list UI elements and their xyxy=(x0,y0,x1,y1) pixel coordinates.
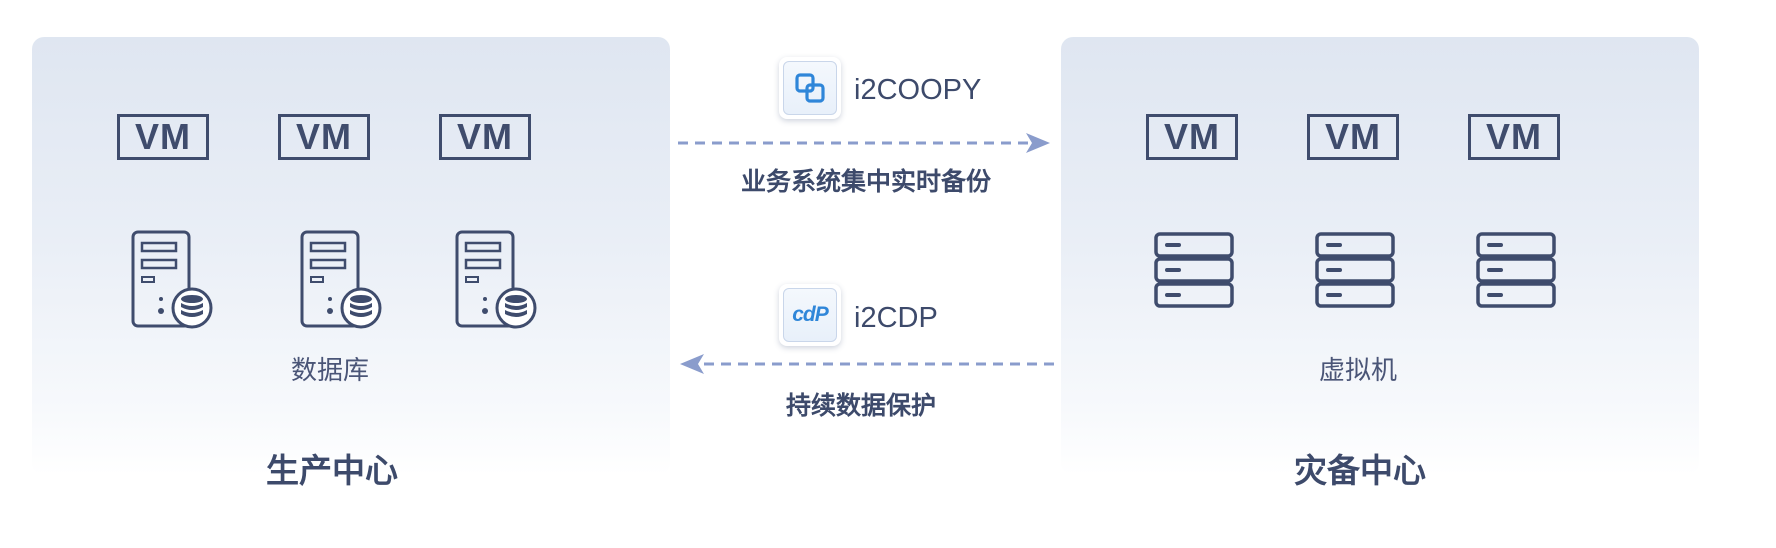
vm-label: VM xyxy=(1468,114,1560,160)
backup-flow-label: 业务系统集中实时备份 xyxy=(740,167,992,196)
virtual-machine-server-icon xyxy=(1476,232,1556,308)
i2coopy-logo-icon xyxy=(779,57,841,119)
backup-flow-arrowhead xyxy=(1026,133,1050,153)
vm-label: VM xyxy=(1146,114,1238,160)
vm-label: VM xyxy=(1307,114,1399,160)
database-server-icon xyxy=(300,230,382,329)
cdp-logo-text: cdP xyxy=(792,303,829,326)
virtual-machine-server-icon xyxy=(1315,232,1395,308)
production-center-title: 生产中心 xyxy=(266,451,398,490)
database-caption: 数据库 xyxy=(290,356,370,386)
vm-label: VM xyxy=(117,114,209,160)
database-server-icon xyxy=(455,230,537,329)
production-center-panel xyxy=(32,37,670,475)
database-server-icon xyxy=(131,230,213,329)
vm-label: VM xyxy=(439,114,531,160)
virtual-machine-server-icon xyxy=(1154,232,1234,308)
i2cdp-product-name: i2CDP xyxy=(854,302,938,334)
i2coopy-product-name: i2COOPY xyxy=(854,74,982,106)
i2cdp-logo-icon: cdP xyxy=(779,284,841,346)
vm-label: VM xyxy=(278,114,370,160)
cdp-flow-label: 持续数据保护 xyxy=(785,391,937,420)
disaster-recovery-center-title: 灾备中心 xyxy=(1294,451,1426,490)
cdp-flow-arrowhead xyxy=(680,354,704,374)
virtual-machine-caption: 虚拟机 xyxy=(1318,356,1398,386)
